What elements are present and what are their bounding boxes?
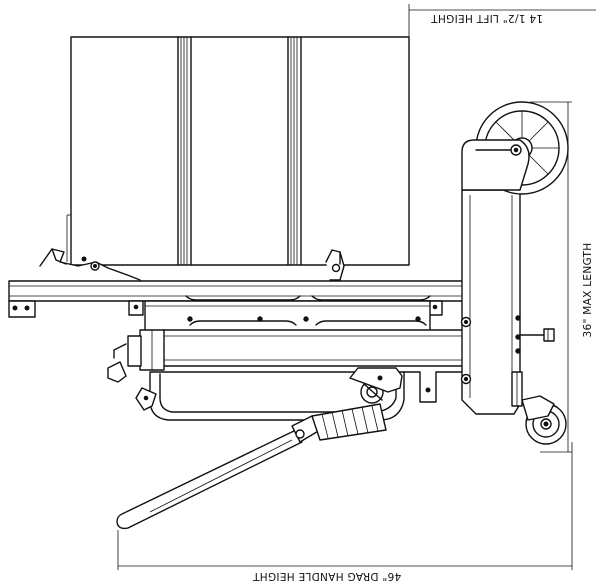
lower-frame-loop [135,367,464,421]
drag-handle [116,403,387,530]
mast [460,189,555,415]
drum-rim-right [287,36,302,266]
drag-handle-height-label: 46" DRAG HANDLE HEIGHT [252,570,401,582]
dimension-lift-height: 14 1/2" LIFT HEIGHT [408,4,596,37]
drum-clamp-right [325,249,345,281]
drum-rim-left [177,36,192,266]
lift-height-label: 14 1/2" LIFT HEIGHT [431,12,543,24]
drum-clamp-left [39,248,141,281]
hydraulic-cylinder [107,329,464,383]
drum-body [70,36,410,266]
front-caster [521,395,567,445]
drum [66,36,410,266]
rear-wheel [461,101,569,195]
dimension-drag-handle-height: 46" DRAG HANDLE HEIGHT [117,442,573,582]
dimension-max-length: 36" MAX LENGTH [530,101,594,453]
max-length-label: 36" MAX LENGTH [582,243,594,338]
lift-carriage [144,295,431,332]
handle-bellows [291,403,387,443]
